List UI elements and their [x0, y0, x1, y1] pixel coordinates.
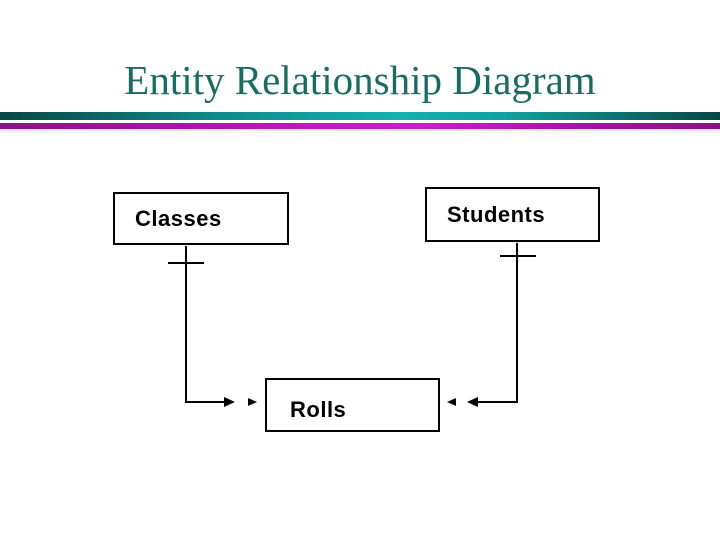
divider-bar-teal — [0, 112, 720, 120]
arrowhead-classes-connector-icon — [224, 397, 235, 407]
entity-label-students: Students — [447, 201, 546, 227]
divider-bar-magenta — [0, 123, 720, 129]
connector-classes-to-rolls — [185, 246, 224, 403]
connector-students-to-rolls — [478, 243, 518, 403]
entity-box-classes: Classes — [113, 192, 289, 245]
arrowhead-students-connector-icon — [467, 397, 478, 407]
entity-label-rolls: Rolls — [290, 397, 347, 422]
entity-box-rolls: Rolls — [265, 378, 440, 432]
arrowhead-into-rolls-left-icon — [248, 398, 257, 406]
entity-box-students: Students — [425, 187, 600, 242]
entity-label-classes: Classes — [135, 205, 222, 231]
arrowhead-into-rolls-right-icon — [447, 398, 456, 406]
slide-title: Entity Relationship Diagram — [124, 57, 596, 103]
